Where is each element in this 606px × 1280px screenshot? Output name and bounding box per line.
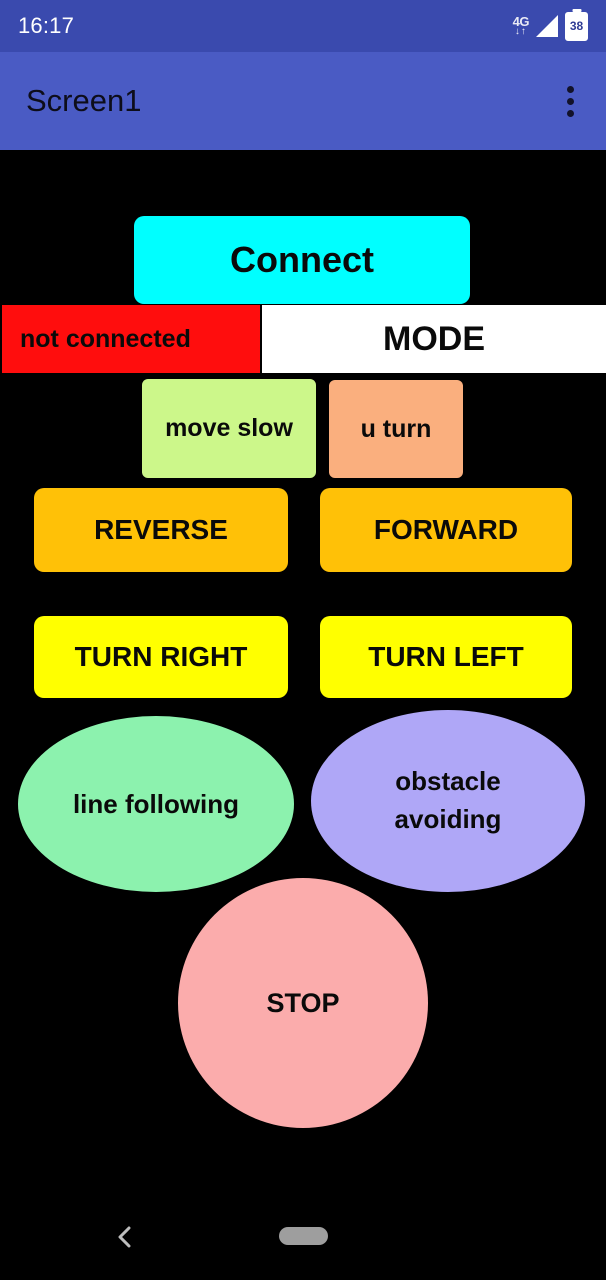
app-title-bar: Screen1 — [0, 52, 606, 150]
battery-level-text: 38 — [569, 19, 584, 33]
overflow-menu-icon[interactable] — [561, 78, 580, 125]
reverse-button[interactable]: REVERSE — [34, 488, 288, 572]
status-bar-icons: 4G ↓↑ 38 — [512, 11, 588, 41]
obstacle-avoiding-line1: obstacle — [395, 766, 501, 797]
obstacle-avoiding-label: obstacle avoiding — [395, 763, 502, 838]
forward-button[interactable]: FORWARD — [320, 488, 572, 572]
connect-button[interactable]: Connect — [134, 216, 470, 304]
system-status-bar: 16:17 4G ↓↑ 38 — [0, 0, 606, 52]
home-pill-icon[interactable] — [279, 1227, 328, 1245]
stop-button[interactable]: STOP — [178, 878, 428, 1128]
signal-bars-icon — [536, 14, 558, 37]
overflow-dot — [567, 85, 574, 93]
chevron-left-icon[interactable] — [106, 1219, 142, 1255]
connection-status-label: not connected — [2, 305, 260, 373]
turn-right-button[interactable]: TURN RIGHT — [34, 616, 288, 698]
overflow-dot — [567, 97, 574, 105]
turn-left-button[interactable]: TURN LEFT — [320, 616, 572, 698]
u-turn-button[interactable]: u turn — [329, 380, 463, 478]
system-navigation-bar — [0, 1195, 606, 1280]
page-title: Screen1 — [26, 83, 142, 118]
network-type-icon: 4G ↓↑ — [512, 14, 530, 37]
status-bar-clock: 16:17 — [18, 13, 75, 38]
move-slow-button[interactable]: move slow — [142, 379, 316, 478]
mode-label: MODE — [262, 305, 606, 373]
overflow-dot — [567, 109, 574, 117]
battery-icon: 38 — [565, 11, 588, 41]
line-following-button[interactable]: line following — [18, 716, 294, 892]
app-canvas: Connect not connected MODE move slow u t… — [0, 150, 606, 1195]
obstacle-avoiding-button[interactable]: obstacle avoiding — [311, 710, 585, 892]
obstacle-avoiding-line2: avoiding — [394, 804, 502, 834]
